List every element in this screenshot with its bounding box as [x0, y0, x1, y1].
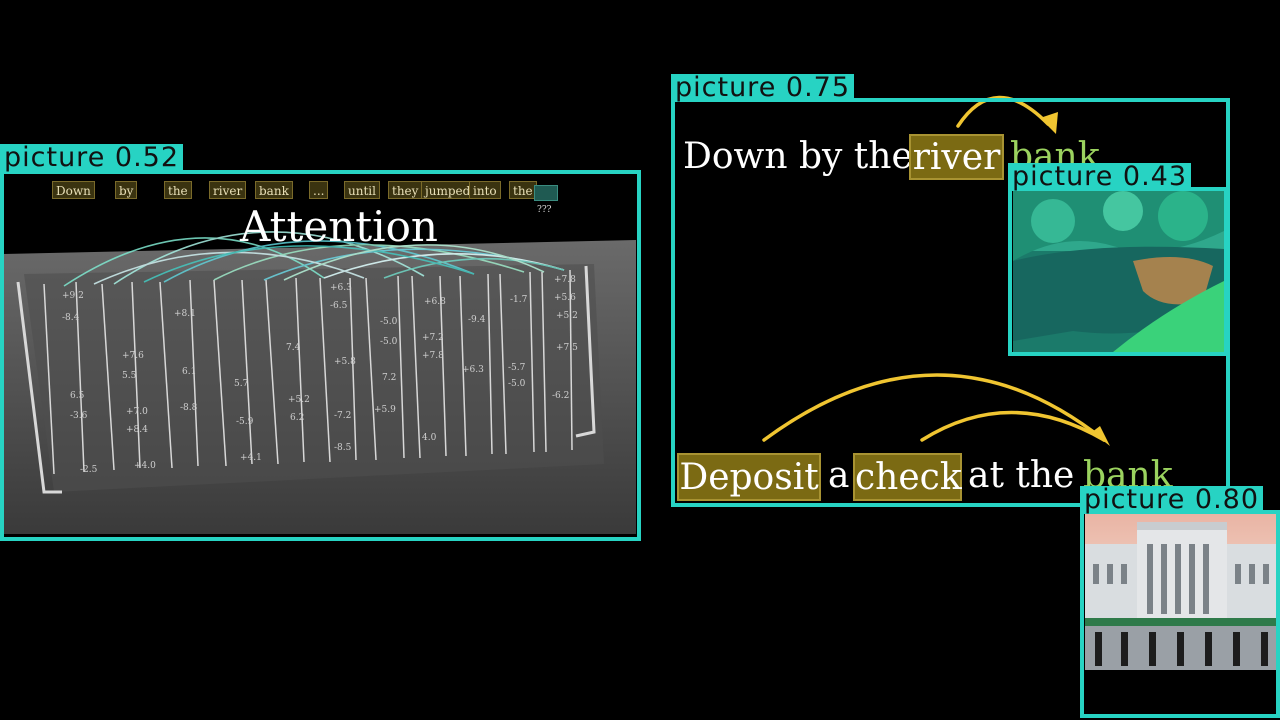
svg-text:+4.0: +4.0 [134, 461, 156, 471]
svg-text:6.1: 6.1 [182, 367, 196, 377]
token-5: ... [309, 181, 329, 199]
svg-text:-8.8: -8.8 [180, 403, 198, 413]
svg-text:-3.6: -3.6 [70, 411, 88, 421]
detection-2-class: picture [1012, 161, 1114, 192]
sentence1-prefix: Down by the [683, 136, 913, 177]
svg-text:+7.2: +7.2 [422, 333, 444, 343]
unknown-token-box [534, 185, 558, 201]
svg-text:7.2: 7.2 [382, 373, 396, 383]
token-0: Down [52, 181, 95, 199]
detection-box-picture-075 [671, 98, 1230, 507]
svg-text:+8.4: +8.4 [126, 425, 148, 435]
svg-text:+6.3: +6.3 [462, 365, 484, 375]
svg-text:5.7: 5.7 [234, 379, 249, 389]
detection-box-picture-052 [0, 170, 641, 541]
svg-text:+5.6: +5.6 [554, 293, 576, 303]
svg-text:+5.9: +5.9 [374, 405, 396, 415]
detection-3-score: 0.80 [1194, 484, 1260, 515]
detection-label-picture-043: picture 0.43 [1008, 161, 1192, 192]
bank-building-photo [1085, 514, 1276, 714]
unknown-token-marker: ??? [537, 205, 552, 215]
detection-box-picture-043 [1008, 187, 1228, 356]
svg-text:7.4: 7.4 [286, 343, 301, 353]
token-3: river [209, 181, 247, 199]
svg-text:-5.7: -5.7 [508, 363, 526, 373]
svg-text:-6.5: -6.5 [330, 301, 348, 311]
attention-title: Attention [240, 202, 438, 251]
svg-text:+6.8: +6.8 [424, 297, 446, 307]
svg-text:+7.0: +7.0 [126, 407, 148, 417]
svg-text:-8.4: -8.4 [62, 313, 80, 323]
svg-text:4.0: 4.0 [422, 433, 437, 443]
attention-scene: +9.2 -8.4 6.5 -3.6 -2.5 +7.6 5.5 +7.0 +8.4 +4.… [4, 174, 636, 536]
svg-text:+7.8: +7.8 [554, 275, 576, 285]
detection-label-picture-075: picture 0.75 [671, 72, 855, 103]
token-2: the [164, 181, 192, 199]
detection-label-picture-052: picture 0.52 [0, 142, 184, 173]
river-photo-graphic [1013, 191, 1224, 352]
token-9: into [469, 181, 501, 199]
svg-text:-8.5: -8.5 [334, 443, 352, 453]
token-1: by [115, 181, 138, 199]
bank-building-graphic [1085, 514, 1276, 714]
river-photo [1013, 191, 1224, 352]
detection-1-class: picture [675, 72, 777, 103]
token-8: jumped [421, 181, 475, 199]
svg-text:-6.2: -6.2 [552, 391, 569, 401]
svg-text:-5.9: -5.9 [236, 417, 254, 427]
svg-text:6.5: 6.5 [70, 391, 85, 401]
svg-text:+5.2: +5.2 [556, 311, 578, 321]
svg-text:-1.7: -1.7 [510, 295, 528, 305]
svg-text:+4.1: +4.1 [240, 453, 262, 463]
sentence2-highlight-deposit: Deposit [677, 453, 821, 501]
svg-text:+5.2: +5.2 [288, 395, 310, 405]
attention-matrix-graphic: +9.2 -8.4 6.5 -3.6 -2.5 +7.6 5.5 +7.0 +8.4 +4.… [4, 231, 636, 534]
svg-text:5.5: 5.5 [122, 371, 137, 381]
svg-text:-5.0: -5.0 [380, 337, 398, 347]
detection-2-score: 0.43 [1122, 161, 1188, 192]
sentence2-highlight-check: check [853, 453, 962, 501]
svg-text:+7.8: +7.8 [422, 351, 444, 361]
svg-text:6.2: 6.2 [290, 413, 304, 423]
svg-text:+6.3: +6.3 [330, 283, 352, 293]
svg-text:-7.2: -7.2 [334, 411, 351, 421]
svg-text:-5.0: -5.0 [380, 317, 398, 327]
detection-3-class: picture [1084, 484, 1186, 515]
detection-1-score: 0.75 [785, 72, 851, 103]
detection-0-score: 0.52 [114, 142, 180, 173]
token-7: they [388, 181, 423, 199]
svg-text:+5.8: +5.8 [334, 357, 356, 367]
detection-0-class: picture [4, 142, 106, 173]
detection-label-picture-080: picture 0.80 [1080, 484, 1264, 515]
token-6: until [344, 181, 380, 199]
detection-box-picture-080 [1080, 510, 1280, 718]
token-10: the [509, 181, 537, 199]
sentence1-highlight-river: river [909, 134, 1004, 180]
svg-text:+8.1: +8.1 [174, 309, 196, 319]
sentence2-word-at-the: at the [968, 455, 1075, 496]
sentence2-word-a: a [828, 455, 850, 496]
svg-text:+9.2: +9.2 [62, 291, 84, 301]
svg-text:+7.6: +7.6 [122, 351, 144, 361]
svg-text:-5.0: -5.0 [508, 379, 526, 389]
svg-text:+7.5: +7.5 [556, 343, 578, 353]
svg-text:-2.5: -2.5 [80, 465, 98, 475]
svg-text:-9.4: -9.4 [468, 315, 486, 325]
token-4: bank [255, 181, 293, 199]
